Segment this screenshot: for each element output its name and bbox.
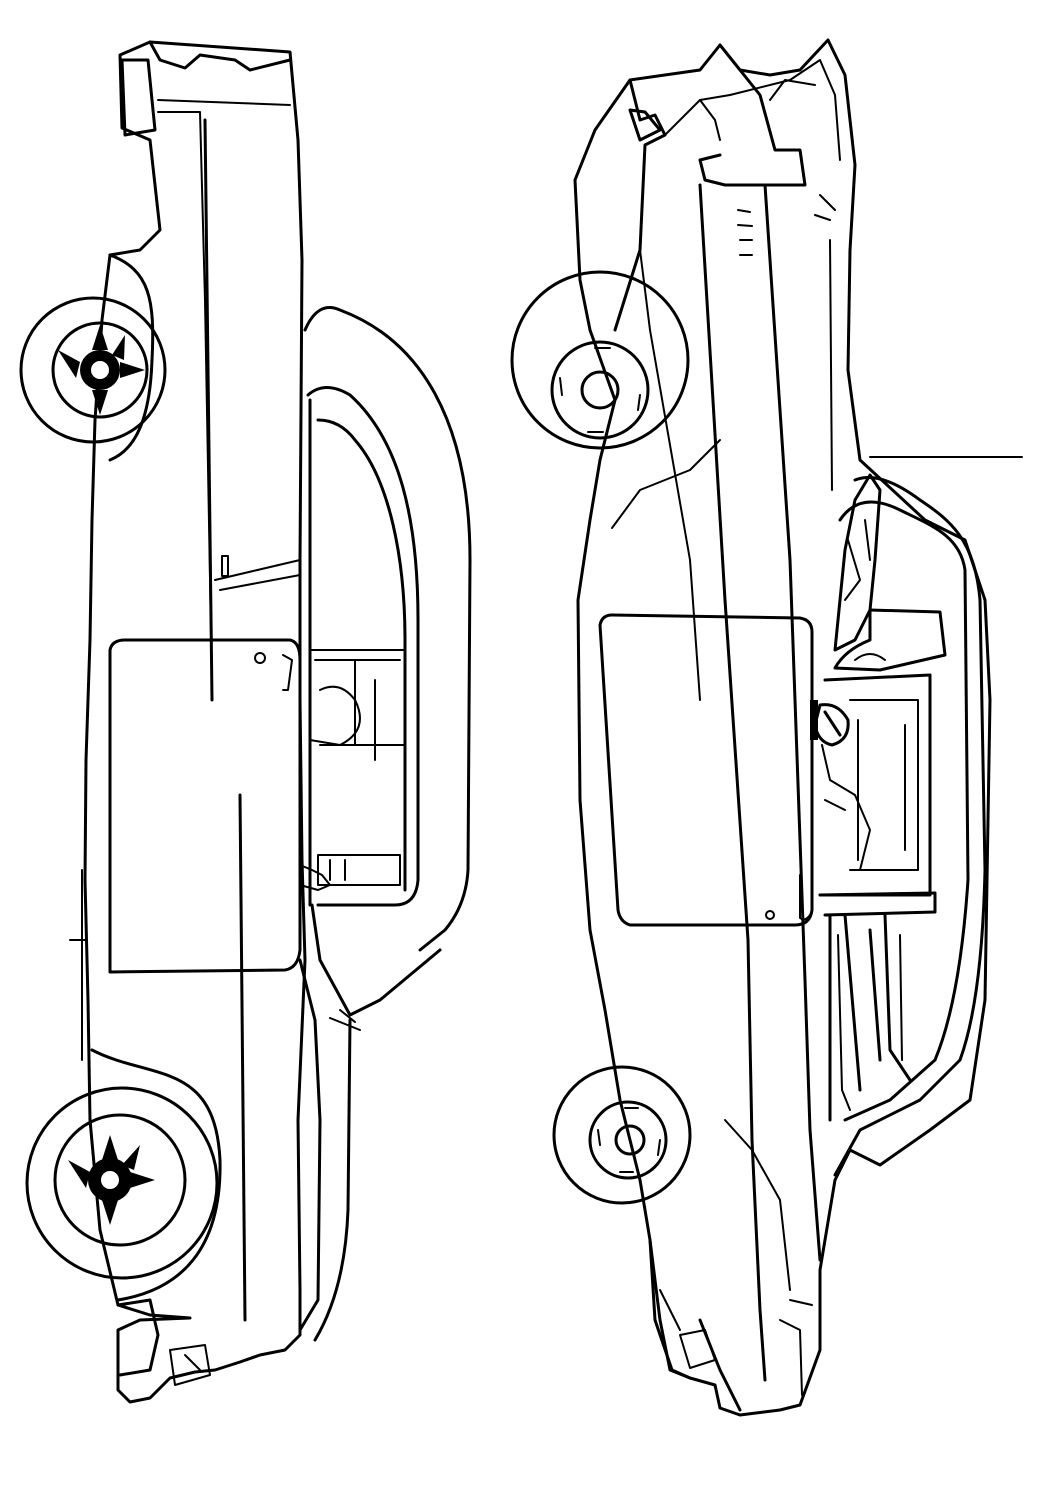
right-car-door [598,613,814,927]
left-car-side-spear [203,118,214,702]
right-car-windshield [818,891,937,1122]
right-car-roof-pillar [611,439,721,529]
left-car-seat [309,649,406,761]
right-car-roof-outer [833,476,987,1177]
right-car-headrest [854,653,886,661]
right-car-trim-line [639,249,701,701]
right-car-fin-lines [737,209,753,256]
left-car-mirror [299,864,331,891]
left-car-rear-rim [51,321,149,419]
right-car-windshield-trim [837,934,903,1111]
right-car-rear-window-creases [844,519,871,601]
left-car-dash [317,854,401,886]
left-car [19,40,472,1404]
right-car-rear-window [833,473,882,652]
right-car-rear-hub-icon [580,370,620,410]
left-car-front-bumper [116,1298,160,1377]
right-car-steering-wheel-icon [813,703,850,747]
right-car-hood-line [724,1119,791,1291]
right-car-side-window [833,608,947,672]
left-car-roof-outer [303,306,472,952]
right-car-front-rim [588,1100,668,1180]
left-car-wiper [329,1009,361,1031]
right-car-side-spear [698,183,767,1382]
right-car-rear-rim-marks [559,347,641,433]
right-car-pillar [829,239,833,491]
left-car-lower-spear [238,793,247,1322]
right-car-trunk-lid [664,59,841,161]
right-car-rear-tire [510,270,690,450]
right-car-front-fender [648,1238,742,1412]
right-car-body-outline [573,38,992,1417]
left-car-door [108,638,302,974]
left-car-roof-inner [306,386,420,907]
left-car-quarter-window [214,559,301,591]
right-car-right-fin [698,43,807,187]
left-car-window-frame [308,398,407,907]
right-car-tail-light-left [628,108,662,142]
left-car-front-hub-icon [68,1135,155,1225]
left-car-rear-wheel-arch [108,253,155,462]
right-car [510,38,1023,1417]
right-car-trunk-detail [699,79,836,221]
left-car-tail-fin [148,40,292,72]
right-car-front-tire [552,1065,692,1205]
right-car-door-handle [799,874,811,921]
right-car-roof-inner [838,500,970,1122]
left-car-hood-edge [313,1018,352,1342]
left-car-tail-light [120,58,157,137]
right-car-rear-rim [550,340,650,440]
left-car-vent [221,555,229,577]
left-car-fin-crease [157,99,291,691]
left-car-door-lock [254,652,266,664]
left-car-rear-tire [19,296,167,444]
right-car-seat [821,744,871,871]
left-car-front-rim [53,1113,187,1247]
right-car-mirror [810,700,818,740]
right-car-interior-frame [849,699,919,871]
right-car-front-rim-marks [597,1107,661,1173]
left-car-rear-hub-icon [58,325,145,415]
left-car-grille [169,1344,211,1386]
right-car-headlight [659,1289,716,1369]
right-car-door-lock [765,910,775,920]
right-car-bumper-lines [779,1299,813,1396]
right-car-side-spear-2 [763,183,822,1262]
right-car-front-hub-icon [614,1124,646,1156]
left-car-front-tire [25,1086,219,1280]
left-car-hood-side [298,958,322,1332]
left-car-front-wheel-arch [90,1048,222,1302]
left-car-door-handle [282,654,293,691]
left-car-windshield-base [310,903,442,1017]
